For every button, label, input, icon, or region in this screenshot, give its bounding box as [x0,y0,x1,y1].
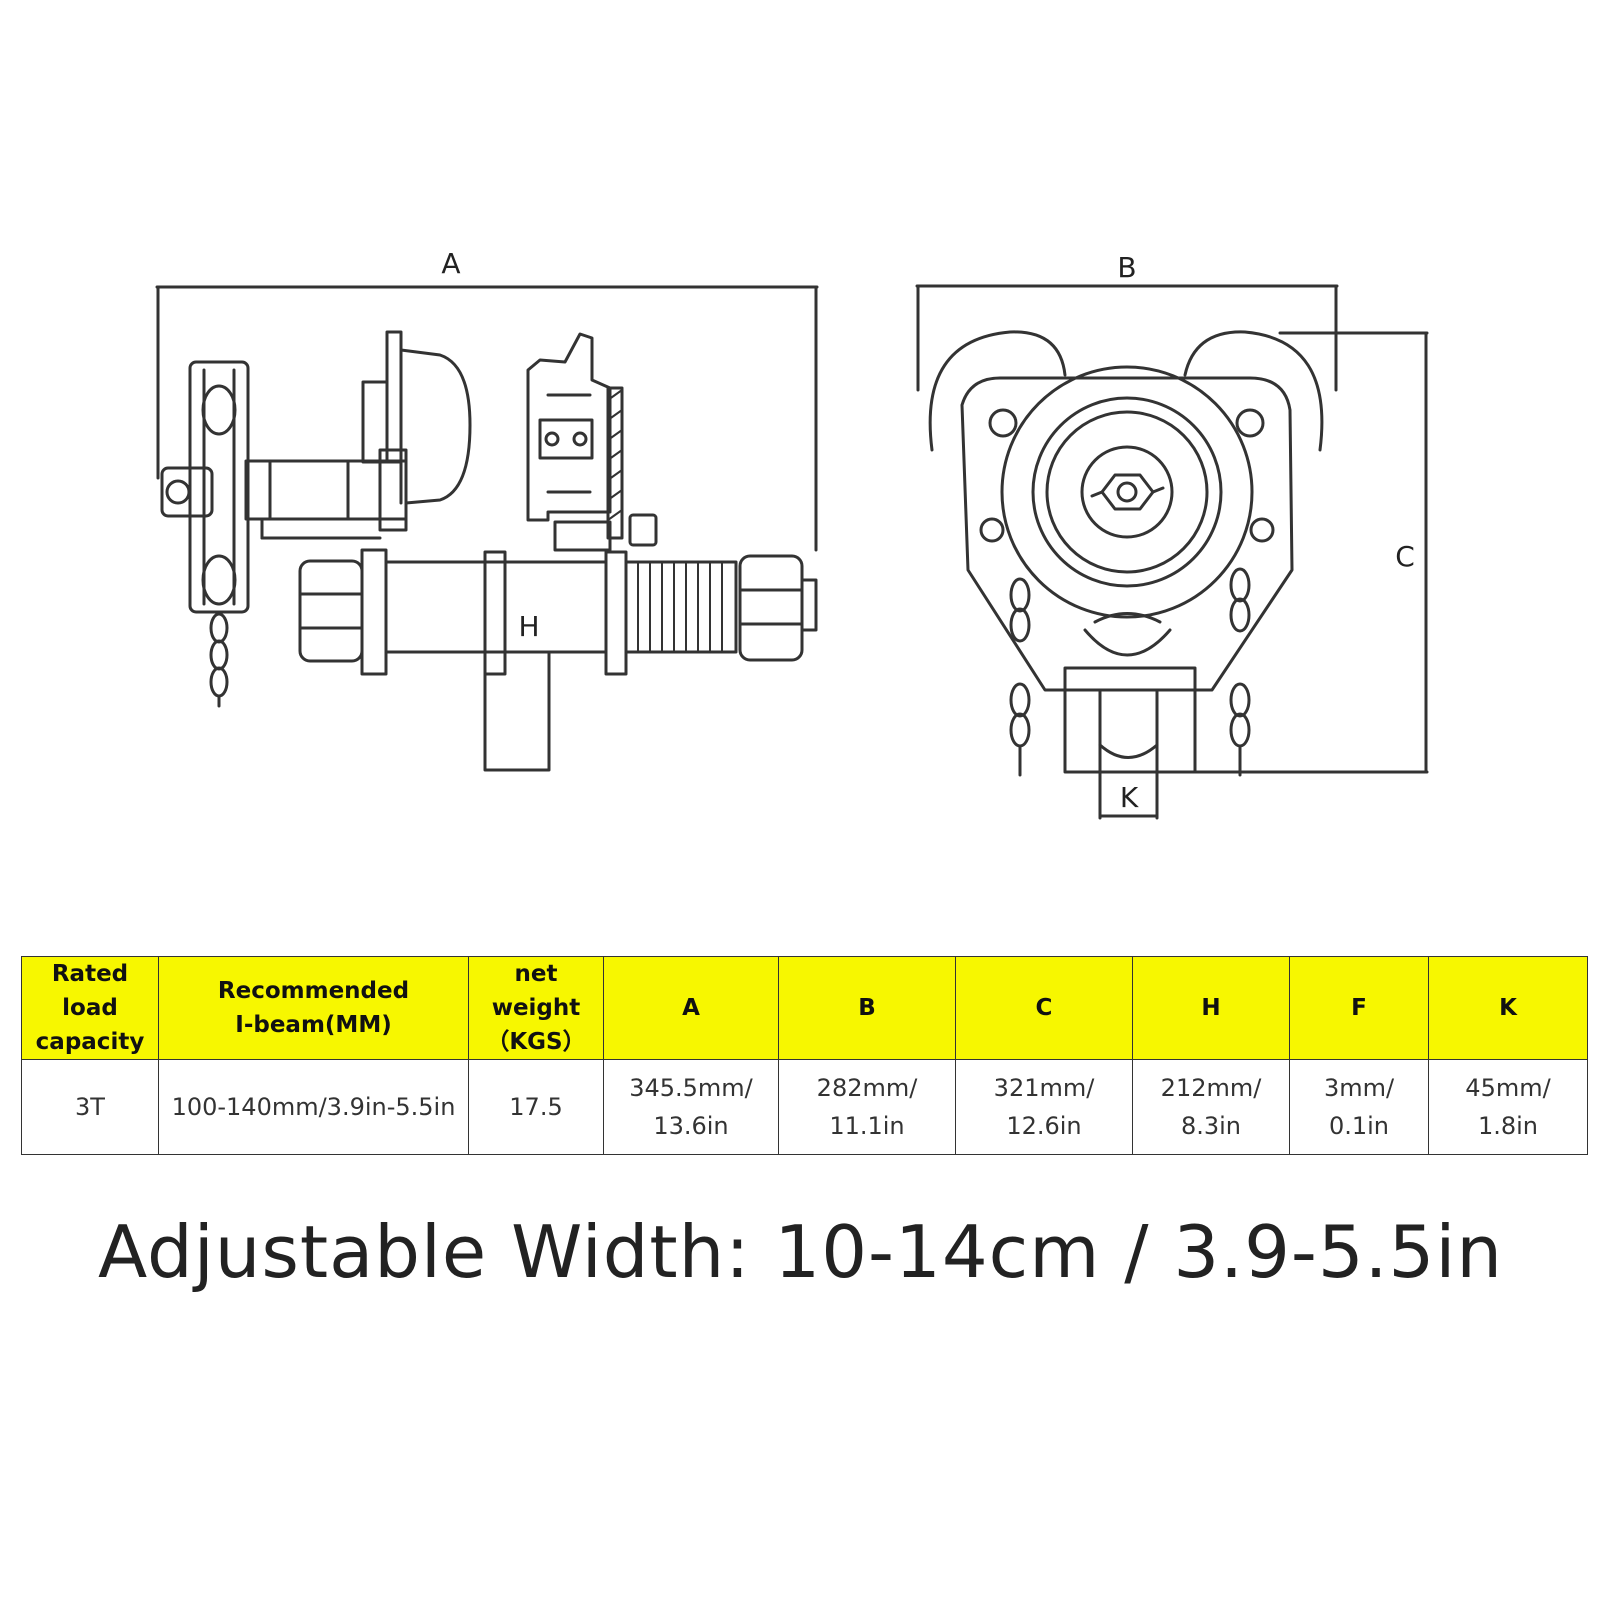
dimension-label-h: H [518,610,539,643]
chain-wheel [188,360,250,614]
hand-chain-front-left [1009,577,1031,777]
trolley-technical-drawing: A B C H K [155,247,1429,820]
cell-b: 282mm/11.1in [778,1059,956,1155]
table-row: 3T 100-140mm/3.9in-5.5in 17.5 345.5mm/13… [21,1059,1588,1155]
front-view-drawing [915,284,1429,820]
dimension-label-k: K [1120,781,1139,814]
table-header-row: Rated load capacity Recommended I-beam(M… [21,956,1588,1060]
spec-table: Rated load capacity Recommended I-beam(M… [21,956,1588,1155]
cell-a: 345.5mm/13.6in [603,1059,779,1155]
cell-weight: 17.5 [468,1059,604,1155]
hand-chain-side [209,612,229,708]
header-f: F [1289,956,1429,1060]
main-wheel [1000,365,1254,619]
header-recommended-ibeam: Recommended I-beam(MM) [158,956,469,1060]
cross-shaft [298,548,818,676]
hand-chain-front-right [1229,567,1251,777]
cell-c: 321mm/12.6in [955,1059,1133,1155]
cell-k: 45mm/1.8in [1428,1059,1588,1155]
header-h: H [1132,956,1290,1060]
dimension-line-a [155,285,819,552]
cell-capacity: 3T [21,1059,159,1155]
header-net-weight: net weight （KGS） [468,956,604,1060]
header-a: A [603,956,779,1060]
side-view-drawing [155,285,819,772]
dimension-line-b [915,284,1339,392]
dimension-label-c: C [1395,540,1415,573]
header-c: C [955,956,1133,1060]
header-k: K [1428,956,1588,1060]
dimension-line-c [1193,331,1429,774]
header-b: B [778,956,956,1060]
side-plate [526,332,658,552]
i-beam-web [483,650,551,772]
cell-ibeam: 100-140mm/3.9in-5.5in [158,1059,469,1155]
header-rated-load-capacity: Rated load capacity [21,956,159,1060]
cell-f: 3mm/0.1in [1289,1059,1429,1155]
cell-h: 212mm/8.3in [1132,1059,1290,1155]
hook-block [1063,666,1197,774]
dimension-label-b: B [1117,251,1136,284]
gearbox-cover [361,330,472,505]
dimension-label-a: A [441,247,460,280]
adjustable-width-caption: Adjustable Width: 10-14cm / 3.9-5.5in [98,1210,1503,1294]
